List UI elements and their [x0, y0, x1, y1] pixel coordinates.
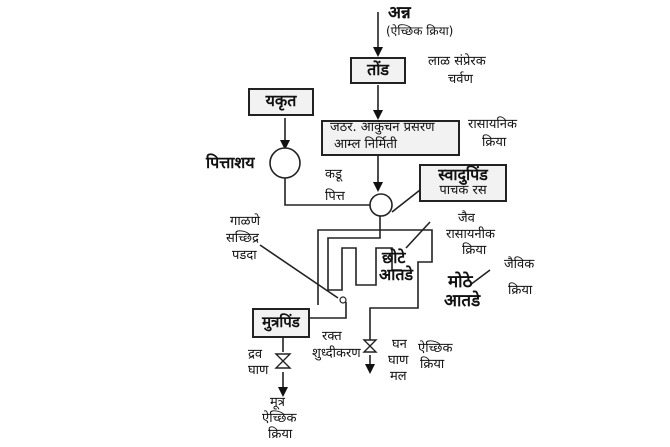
liver-box: [248, 88, 314, 116]
chemical-label-line1: रासायनिक: [468, 117, 517, 132]
bio-label-line1: जैव: [458, 211, 475, 226]
urine-label-line3: क्रिया: [268, 427, 293, 442]
kidney-label: मुत्रपिंड: [262, 313, 300, 331]
pancreas-box: [419, 164, 507, 202]
urine-label-line1: मूत्र: [270, 395, 285, 410]
duodenum-circle: [369, 193, 393, 217]
stomach-label-line1: जठर. आकुंचन प्रसरण: [330, 120, 435, 135]
bile-label: पित्त: [325, 189, 345, 204]
large-intestine-label-line1: मोठे: [448, 272, 473, 292]
voluntary2-label-line2: क्रिया: [420, 357, 445, 372]
solid-label-line1: घन: [392, 337, 407, 352]
saliva-label: लाळ संप्रेरक: [428, 54, 486, 69]
small-intestine-label-line1: छोटे: [382, 248, 406, 267]
voluntary2-label-line1: ऐच्छिक: [418, 341, 453, 356]
stomach-label-line2: आम्ल निर्मिती: [334, 137, 398, 152]
filter-label-line1: गाळणे: [230, 214, 260, 229]
pancreas-label: स्वादुपिंड: [438, 165, 488, 184]
voluntary-action-label: (ऐच्छिक क्रिया): [386, 24, 454, 38]
mouth-box: [350, 57, 406, 84]
solid-label-line2: घाण: [388, 353, 409, 368]
mouth-label: तोंड: [367, 60, 389, 79]
bitter-label: कडू: [325, 167, 342, 182]
small-intestine-label-line2: आतडे: [379, 265, 414, 284]
stomach-box: [321, 120, 460, 156]
blood-label-line2: शुध्दीकरण: [312, 346, 361, 361]
large-intestine-label-line2: आतडे: [444, 291, 481, 311]
chemical-label-line2: क्रिया: [482, 135, 507, 150]
large-intestine-frame: [317, 229, 433, 345]
urine-label-line2: ऐच्छिक: [262, 411, 297, 426]
filter-node: [339, 296, 347, 304]
blood-to-kidney-line: [308, 302, 347, 319]
gallbladder-label: पित्ताशय: [206, 153, 255, 172]
solid-valve-icon: [362, 339, 378, 353]
biological-label-line2: क्रिया: [508, 283, 533, 298]
liquid-label-line2: घाण: [248, 363, 269, 378]
digestive-juice-label: पाचक रस: [439, 183, 487, 198]
biological-pointer-line: [469, 269, 491, 286]
blood-label-line1: रक्त: [322, 329, 342, 344]
biological-label-line1: जैविक: [504, 257, 535, 272]
filter-pointer-line: [259, 244, 339, 299]
chewing-label: चर्वण: [448, 72, 473, 87]
bio-pointer-line: [405, 221, 431, 249]
liver-label: यकृत: [265, 91, 297, 110]
bile-duct-line: [284, 178, 370, 206]
pancreas-duct-line: [391, 189, 421, 213]
small-intestine-path: [327, 215, 402, 291]
solid-label-line3: मल: [390, 369, 407, 384]
filter-label-line2: सच्छिद्र: [226, 231, 259, 246]
kidney-box: [252, 308, 310, 338]
bio-label-line2: रासायनीक: [446, 227, 495, 242]
filter-label-line3: पडदा: [232, 248, 257, 263]
liquid-label-line1: द्रव: [248, 347, 263, 362]
gallbladder-circle: [269, 147, 301, 179]
bio-label-line3: क्रिया: [462, 243, 487, 258]
food-label: अन्न: [388, 3, 411, 23]
liquid-valve-icon: [274, 353, 292, 369]
